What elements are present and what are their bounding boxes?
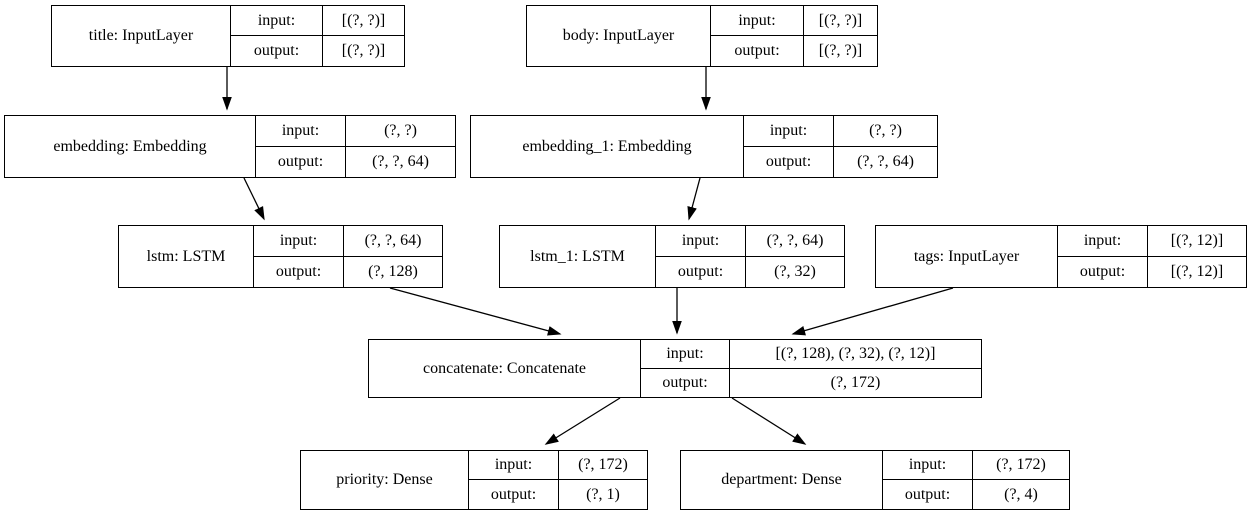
input-shape: (?, ?, 64) xyxy=(344,226,442,257)
layer-label: embedding: Embedding xyxy=(5,116,256,177)
node-lstm-1: lstm_1: LSTM input: (?, ?, 64) output: (… xyxy=(499,225,845,288)
output-key: output: xyxy=(711,36,804,66)
input-key: input: xyxy=(656,226,746,257)
input-shape: [(?, 12)] xyxy=(1148,226,1246,257)
output-shape: (?, 4) xyxy=(1004,485,1038,503)
output-key: output: xyxy=(641,368,730,397)
node-department-dense: department: Dense input: (?, 172) output… xyxy=(680,450,1070,510)
edge-embedding_1-lstm_1 xyxy=(687,177,701,221)
node-concatenate: concatenate: Concatenate input: [(?, 128… xyxy=(368,339,982,398)
layer-label: concatenate: Concatenate xyxy=(369,340,641,397)
output-shape: (?, ?, 64) xyxy=(372,152,429,170)
node-tags-inputlayer: tags: InputLayer input: [(?, 12)] output… xyxy=(875,225,1247,288)
input-key: input: xyxy=(254,226,344,257)
input-shape: (?, ?) xyxy=(834,116,937,147)
layer-label: body: InputLayer xyxy=(527,6,711,66)
output-key: output: xyxy=(231,36,323,66)
input-key: input: xyxy=(641,340,730,369)
input-shape: (?, 172) xyxy=(559,451,647,480)
edge-concatenate-department xyxy=(731,397,807,445)
output-shape: (?, ?, 64) xyxy=(857,152,914,170)
node-body-inputlayer: body: InputLayer input: [(?, ?)] output:… xyxy=(526,5,878,67)
input-shape: (?, ?, 64) xyxy=(746,226,844,257)
input-shape: [(?, 128), (?, 32), (?, 12)] xyxy=(730,340,981,369)
layer-label: tags: InputLayer xyxy=(876,226,1058,287)
input-key: input: xyxy=(256,116,346,147)
edge-concatenate-priority xyxy=(544,397,621,445)
layer-label: lstm: LSTM xyxy=(119,226,254,287)
edge-tags-concatenate xyxy=(791,287,954,336)
output-key: output: xyxy=(256,146,346,177)
input-shape: [(?, ?)] xyxy=(323,6,404,36)
output-shape: (?, 32) xyxy=(774,262,816,280)
output-shape: [(?, ?)] xyxy=(818,42,863,59)
output-shape: [(?, 12)] xyxy=(1170,262,1224,280)
edge-lstm-concatenate xyxy=(389,287,562,336)
layer-label: lstm_1: LSTM xyxy=(500,226,656,287)
input-key: input: xyxy=(1058,226,1148,257)
input-key: input: xyxy=(469,451,559,480)
edge-embedding-lstm xyxy=(243,177,265,221)
output-key: output: xyxy=(656,256,746,287)
input-key: input: xyxy=(711,6,804,36)
node-lstm: lstm: LSTM input: (?, ?, 64) output: (?,… xyxy=(118,225,443,288)
output-key: output: xyxy=(469,480,559,509)
output-shape: [(?, ?)] xyxy=(341,42,386,59)
output-key: output: xyxy=(883,480,973,509)
input-shape: (?, 172) xyxy=(973,451,1069,480)
node-embedding-1: embedding_1: Embedding input: (?, ?) out… xyxy=(470,115,938,178)
layer-label: title: InputLayer xyxy=(52,6,231,66)
input-shape: [(?, ?)] xyxy=(804,6,877,36)
node-priority-dense: priority: Dense input: (?, 172) output: … xyxy=(300,450,648,510)
output-key: output: xyxy=(1058,256,1148,287)
layer-label: priority: Dense xyxy=(301,451,469,509)
input-key: input: xyxy=(231,6,323,36)
node-embedding: embedding: Embedding input: (?, ?) outpu… xyxy=(4,115,456,178)
input-shape: (?, ?) xyxy=(346,116,455,147)
layer-label: department: Dense xyxy=(681,451,883,509)
output-shape: (?, 128) xyxy=(368,262,418,280)
layer-label: embedding_1: Embedding xyxy=(471,116,744,177)
output-key: output: xyxy=(744,146,834,177)
output-shape: (?, 1) xyxy=(586,485,620,503)
node-title-inputlayer: title: InputLayer input: [(?, ?)] output… xyxy=(51,5,405,67)
input-key: input: xyxy=(744,116,834,147)
output-shape: (?, 172) xyxy=(830,373,881,391)
input-key: input: xyxy=(883,451,973,480)
output-key: output: xyxy=(254,256,344,287)
